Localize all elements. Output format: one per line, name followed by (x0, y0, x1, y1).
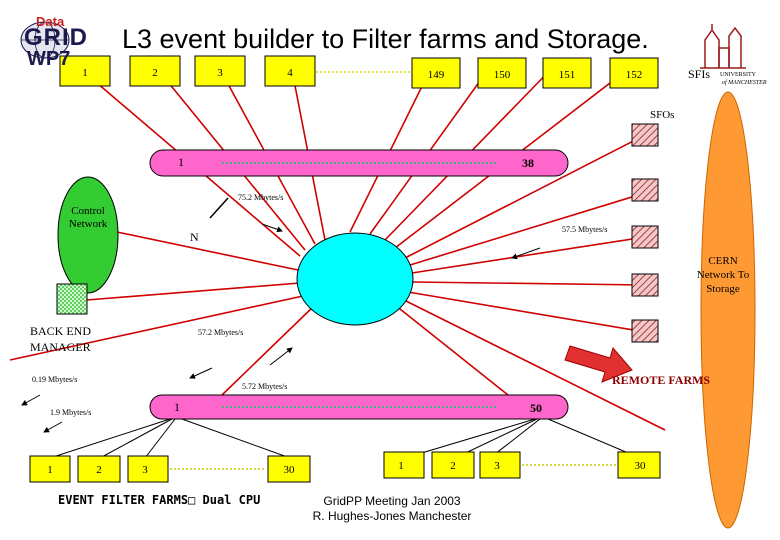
sfis-label: SFIs (688, 67, 710, 81)
farm-node-label: 2 (96, 464, 102, 476)
rate-label: 57.2 Mbytes/s (198, 328, 243, 337)
datagrid-logo-icon (20, 21, 70, 59)
university-logo-icon (700, 24, 746, 69)
lower-bar-left-label: 1 (174, 400, 180, 414)
farm-node-label: 3 (494, 460, 500, 472)
farm-node[interactable] (617, 451, 661, 479)
page-title: L3 event builder to Filter farms and Sto… (122, 24, 649, 54)
lower-bar-right-label: 50 (530, 401, 542, 415)
rate-label: 0.19 Mbytes/s (32, 375, 77, 384)
core-links (9, 59, 666, 431)
farm-nodes (29, 451, 661, 483)
farm-node[interactable] (77, 455, 121, 483)
switch-box-152[interactable] (609, 57, 659, 89)
farm-node-label: 30 (284, 464, 296, 476)
remote-farms-label: REMOTE FARMS (612, 373, 710, 387)
rate-label: 5.72 Mbytes/s (242, 382, 287, 391)
back-end-manager-label: BACK END MANAGER (30, 324, 92, 354)
upper-bar-right-label: 38 (522, 156, 534, 170)
sfo-box[interactable] (631, 319, 659, 343)
farm-node-label: 3 (142, 464, 148, 476)
footer-line1: GridPP Meeting Jan 2003 (323, 494, 461, 508)
switch-label: 149 (428, 69, 445, 81)
sfo-box[interactable] (631, 273, 659, 297)
logo-data-text: Data (36, 14, 65, 29)
switch-label: 1 (82, 67, 88, 79)
upper-bar-left-label: 1 (178, 155, 184, 169)
switch-label: 4 (287, 67, 293, 79)
switch-box-150[interactable] (477, 57, 527, 89)
farm-node[interactable] (29, 455, 71, 483)
university-name: UNIVERSITY (720, 72, 756, 78)
sfo-boxes (631, 123, 659, 343)
farm-node-label: 2 (450, 460, 456, 472)
farm-node[interactable] (431, 451, 475, 479)
switch-label: 151 (559, 69, 576, 81)
logo-wp-text: WP7 (27, 48, 71, 70)
top-switch-boxes (59, 55, 659, 89)
rate-arrows (21, 223, 541, 433)
switch-label: 152 (626, 69, 643, 81)
switch-box-2[interactable] (129, 55, 181, 87)
footer: GridPP Meeting Jan 2003 R. Hughes-Jones … (282, 494, 502, 524)
farm-node-label: 1 (47, 464, 53, 476)
switch-box-3[interactable] (194, 55, 246, 87)
rate-label: 57.5 Mbytes/s (562, 225, 607, 234)
switch-label: 3 (217, 67, 223, 79)
rate-label: 75.2 Mbytes/s (238, 193, 283, 202)
sfos-label: SFOs (650, 109, 674, 121)
sfo-box[interactable] (631, 178, 659, 202)
farm-node[interactable] (383, 451, 425, 479)
core-switch[interactable] (296, 232, 414, 326)
cern-network-label: CERN Network To Storage (696, 255, 750, 295)
switch-label: 150 (494, 69, 511, 81)
footer-line2: R. Hughes-Jones Manchester (312, 509, 472, 523)
farm-node-label: 30 (635, 460, 647, 472)
switch-box-4[interactable] (264, 55, 316, 87)
sfo-box[interactable] (631, 225, 659, 249)
logo-grid-text: GRID (24, 24, 88, 51)
sfo-box[interactable] (631, 123, 659, 147)
university-name-2: of MANCHESTER (722, 80, 767, 86)
control-network-label: Control Network (68, 205, 108, 230)
farm-node[interactable] (479, 451, 521, 479)
switch-label: 2 (152, 67, 158, 79)
switch-box-151[interactable] (542, 57, 592, 89)
farm-node-label: 1 (398, 460, 404, 472)
n-slash (209, 197, 229, 219)
switch-box-149[interactable] (411, 57, 461, 89)
rate-label: 1.9 Mbytes/s (50, 408, 91, 417)
farm-node[interactable] (127, 455, 169, 483)
farm-node[interactable] (267, 455, 311, 483)
remote-farms-ellipse (700, 91, 756, 529)
remote-farms-arrow (564, 345, 633, 383)
event-filter-farms-label: EVENT FILTER FARMS□ Dual CPU (58, 493, 261, 507)
farm-tree-lines (49, 418, 641, 459)
control-network-ellipse[interactable] (57, 176, 119, 294)
n-label: N (190, 230, 199, 244)
switch-box-1[interactable] (59, 55, 111, 87)
back-end-manager-box[interactable] (56, 283, 88, 315)
